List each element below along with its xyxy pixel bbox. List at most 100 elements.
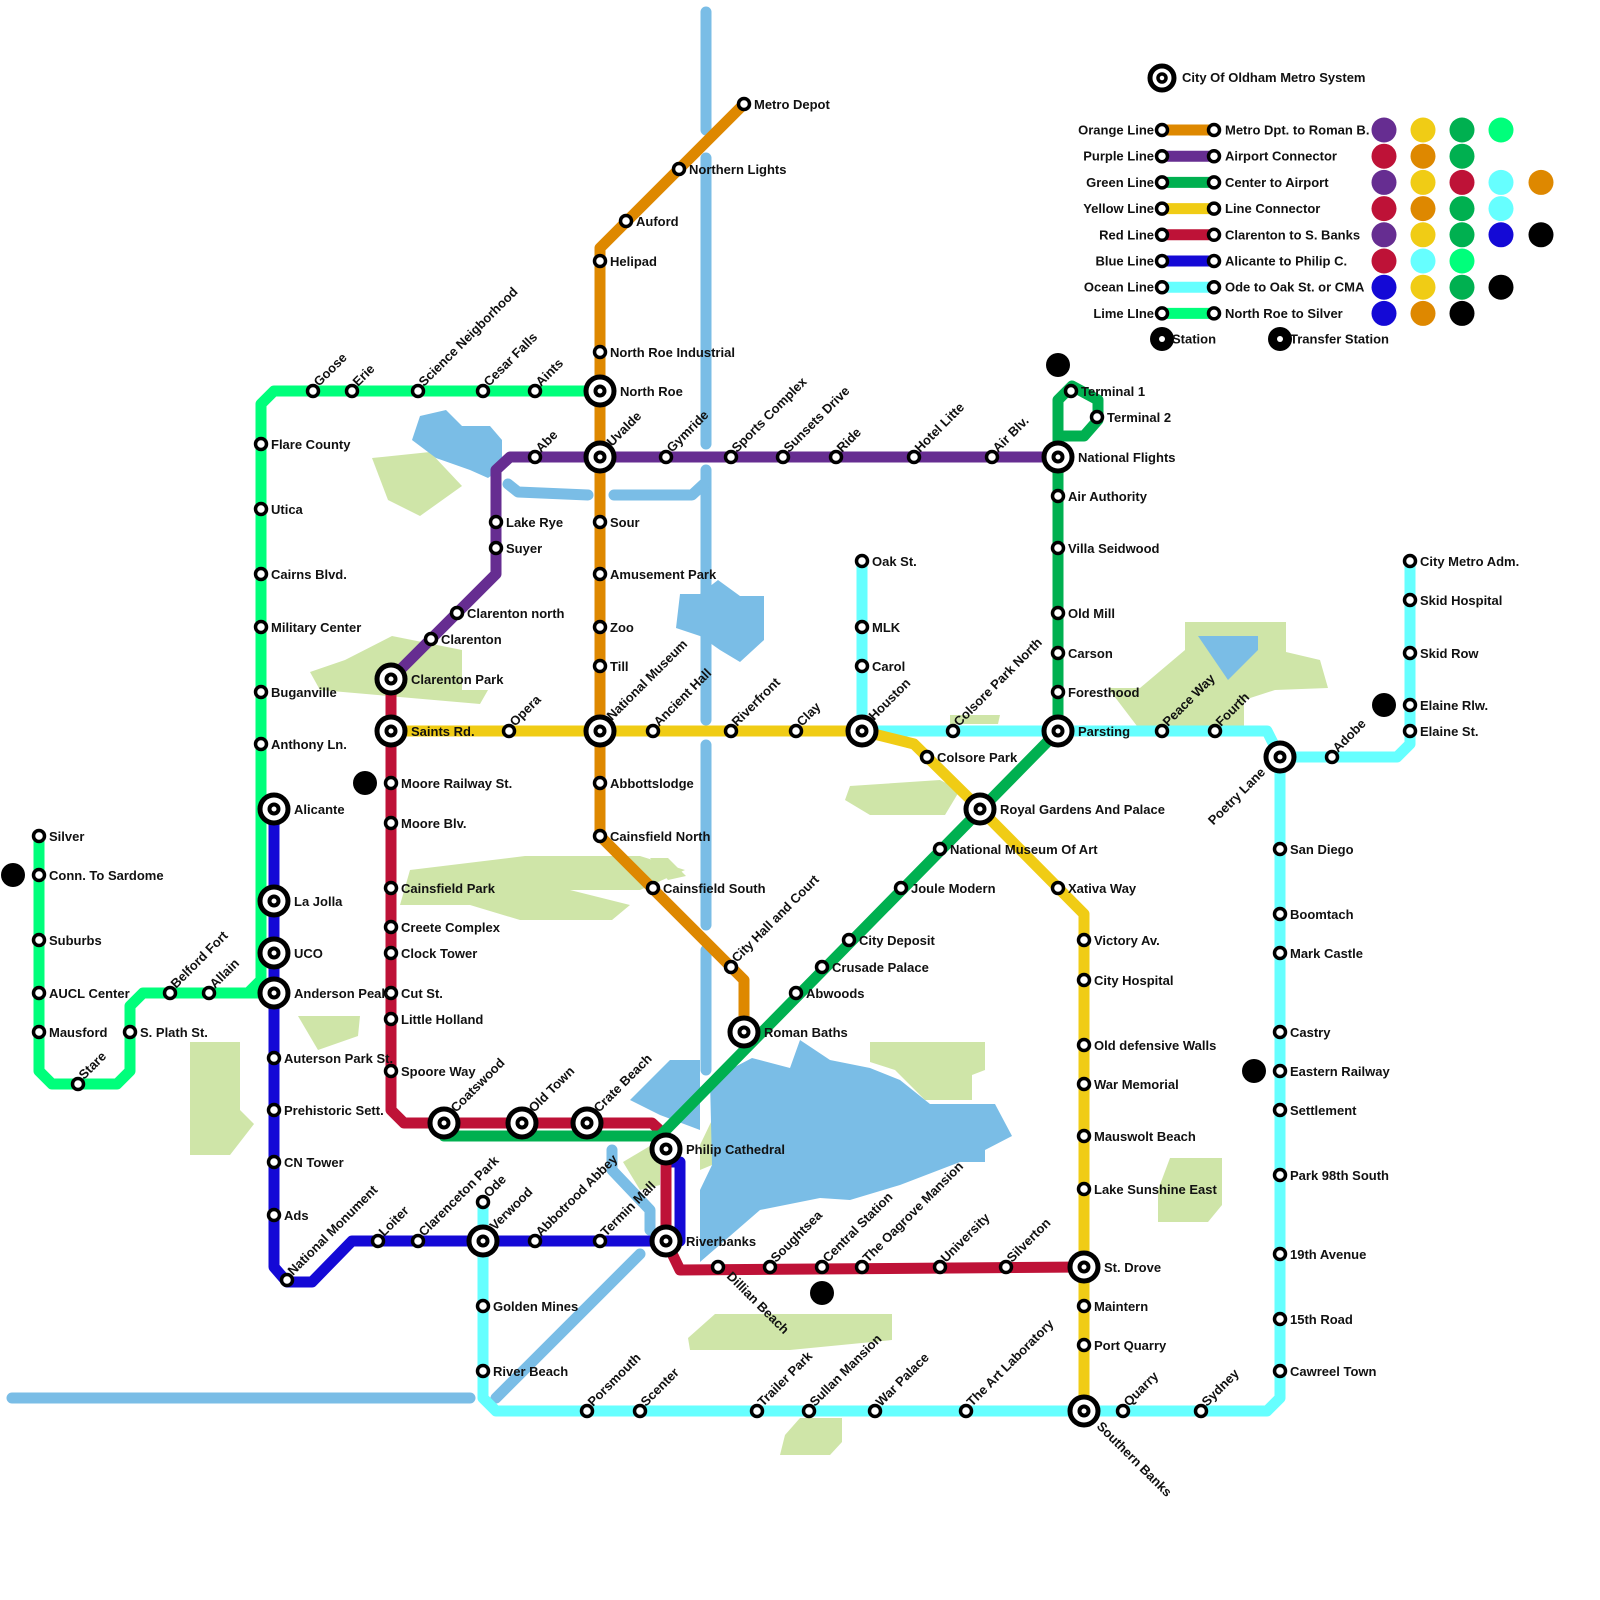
station[interactable]: Philip Cathedral: [649, 1132, 785, 1166]
station[interactable]: Cainsfield North: [592, 828, 711, 844]
station-icon[interactable]: [1272, 906, 1288, 922]
station[interactable]: Roman Baths: [727, 1015, 848, 1049]
station-icon[interactable]: [1076, 1076, 1092, 1092]
external-connection-marker[interactable]: [1242, 1059, 1266, 1083]
station-icon[interactable]: [488, 514, 504, 530]
station[interactable]: Mauswolt Beach: [1076, 1128, 1196, 1144]
station-icon[interactable]: [1154, 723, 1170, 739]
station[interactable]: War Memorial: [1076, 1076, 1179, 1092]
station-icon[interactable]: [1272, 945, 1288, 961]
station-icon[interactable]: [1076, 1298, 1092, 1314]
station-icon[interactable]: [592, 1233, 608, 1249]
station[interactable]: Ads: [266, 1207, 309, 1223]
station-icon[interactable]: [1272, 1102, 1288, 1118]
station-icon[interactable]: [592, 775, 608, 791]
station[interactable]: Metro Depot: [736, 96, 831, 112]
station-icon[interactable]: [945, 723, 961, 739]
station[interactable]: Military Center: [253, 619, 362, 635]
station-icon[interactable]: [1402, 697, 1418, 713]
station-icon[interactable]: [592, 658, 608, 674]
station[interactable]: North Roe: [583, 374, 683, 408]
station-icon[interactable]: [1193, 1403, 1209, 1419]
station-icon[interactable]: [1272, 1024, 1288, 1040]
external-connection-marker[interactable]: [1, 863, 25, 887]
station-icon[interactable]: [31, 828, 47, 844]
station[interactable]: Utica: [253, 501, 304, 517]
station[interactable]: Spoore Way: [383, 1063, 477, 1079]
station[interactable]: Clarenton north: [449, 605, 565, 621]
station-icon[interactable]: [775, 449, 791, 465]
station[interactable]: 15th Road: [1272, 1311, 1353, 1327]
station-icon[interactable]: [592, 566, 608, 582]
station[interactable]: Helipad: [592, 253, 658, 269]
station[interactable]: The Art Laboratory: [958, 1316, 1058, 1419]
station[interactable]: Xativa Way: [1050, 880, 1137, 896]
station-icon[interactable]: [1402, 553, 1418, 569]
station[interactable]: Terminal 2: [1089, 409, 1172, 425]
station[interactable]: North Roe Industrial: [592, 344, 735, 360]
station[interactable]: Moore Railway St.: [383, 775, 513, 791]
station-icon[interactable]: [1050, 540, 1066, 556]
station-icon[interactable]: [579, 1403, 595, 1419]
station-icon[interactable]: [1076, 932, 1092, 948]
station-icon[interactable]: [31, 1024, 47, 1040]
station-icon[interactable]: [253, 436, 269, 452]
station-icon[interactable]: [253, 501, 269, 517]
station-icon[interactable]: [475, 1194, 491, 1210]
station[interactable]: Northern Lights: [671, 161, 787, 177]
station-icon[interactable]: [527, 449, 543, 465]
station[interactable]: La Jolla: [257, 884, 343, 918]
station-icon[interactable]: [1207, 723, 1223, 739]
station-icon[interactable]: [1076, 1128, 1092, 1144]
station-icon[interactable]: [632, 1403, 648, 1419]
station-icon[interactable]: [958, 1403, 974, 1419]
station-icon[interactable]: [1076, 1337, 1092, 1353]
station[interactable]: Buganville: [253, 684, 337, 700]
station-icon[interactable]: [266, 1102, 282, 1118]
station-icon[interactable]: [475, 1363, 491, 1379]
station[interactable]: Cairns Blvd.: [253, 566, 347, 582]
external-connection-marker[interactable]: [353, 771, 377, 795]
station[interactable]: National Flights: [1041, 440, 1176, 474]
station-icon[interactable]: [1272, 1167, 1288, 1183]
station-icon[interactable]: [383, 1011, 399, 1027]
station-icon[interactable]: [266, 1207, 282, 1223]
station-icon[interactable]: [1089, 409, 1105, 425]
station-icon[interactable]: [1324, 749, 1340, 765]
station[interactable]: Little Holland: [383, 1011, 484, 1027]
station[interactable]: Old defensive Walls: [1076, 1037, 1217, 1053]
station[interactable]: Conn. To Sardome: [31, 867, 164, 883]
station[interactable]: Royal Gardens And Palace: [963, 792, 1165, 826]
station-icon[interactable]: [383, 775, 399, 791]
station-icon[interactable]: [344, 383, 360, 399]
station-icon[interactable]: [253, 736, 269, 752]
station-icon[interactable]: [475, 383, 491, 399]
station-icon[interactable]: [854, 1259, 870, 1275]
station-icon[interactable]: [410, 383, 426, 399]
station[interactable]: Flare County: [253, 436, 352, 452]
station-icon[interactable]: [475, 1298, 491, 1314]
station-icon[interactable]: [383, 945, 399, 961]
station-icon[interactable]: [266, 1050, 282, 1066]
station[interactable]: Clarenton: [423, 631, 502, 647]
station-icon[interactable]: [919, 749, 935, 765]
station-icon[interactable]: [762, 1259, 778, 1275]
station[interactable]: Saints Rd.: [374, 714, 475, 748]
station-icon[interactable]: [671, 161, 687, 177]
station-icon[interactable]: [449, 605, 465, 621]
station[interactable]: Old Mill: [1050, 605, 1115, 621]
station-icon[interactable]: [723, 959, 739, 975]
station-icon[interactable]: [1050, 684, 1066, 700]
station[interactable]: St. Drove: [1067, 1250, 1161, 1284]
station-icon[interactable]: [854, 553, 870, 569]
station-icon[interactable]: [501, 723, 517, 739]
station-icon[interactable]: [305, 383, 321, 399]
station-icon[interactable]: [867, 1403, 883, 1419]
station-icon[interactable]: [201, 985, 217, 1001]
station-icon[interactable]: [266, 1154, 282, 1170]
station-icon[interactable]: [31, 985, 47, 1001]
station-icon[interactable]: [736, 96, 752, 112]
station-icon[interactable]: [592, 344, 608, 360]
station[interactable]: Parsting: [1041, 714, 1130, 748]
station[interactable]: Park 98th South: [1272, 1167, 1390, 1183]
